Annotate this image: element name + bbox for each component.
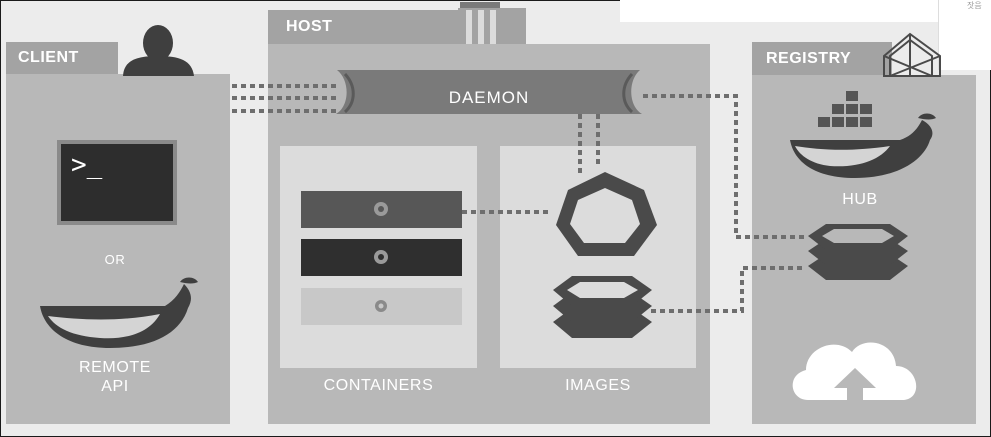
client-whale-icon: [40, 277, 198, 348]
terminal-prompt: >_: [71, 150, 103, 180]
host-building-icon: [458, 2, 526, 44]
container-icon: [301, 191, 462, 325]
daemon-label: DAEMON: [449, 88, 530, 107]
image-icon: [556, 172, 657, 256]
hub-label: HUB: [842, 191, 878, 208]
remote-api-label: REMOTE API: [78, 359, 152, 395]
registry-icon: [883, 32, 941, 77]
connector-lines: [232, 84, 806, 313]
image-stack-icon: [553, 276, 652, 338]
client-title: CLIENT: [18, 49, 79, 66]
terminal-icon: >_: [57, 140, 177, 225]
top-strip: [620, 0, 938, 22]
registry-title: REGISTRY: [766, 49, 852, 67]
corner-note: 잣음: [938, 0, 991, 70]
daemon-banner: [336, 70, 642, 114]
registry-tab: REGISTRY: [752, 42, 892, 75]
containers-label: CONTAINERS: [323, 377, 434, 394]
client-tab: CLIENT: [6, 42, 118, 74]
user-icon: [123, 25, 194, 76]
host-title: HOST: [286, 18, 333, 35]
client-panel: [6, 74, 230, 424]
whale-icon: [790, 91, 936, 178]
or-label: OR: [104, 252, 126, 267]
corner-note-text: 잣음: [967, 1, 982, 10]
registry-image-stack-icon: [808, 224, 908, 280]
gear-icon: [374, 202, 388, 312]
cloud-upload-icon: [792, 342, 917, 400]
terminal-screen: >_: [61, 144, 173, 221]
images-label: IMAGES: [565, 377, 631, 394]
